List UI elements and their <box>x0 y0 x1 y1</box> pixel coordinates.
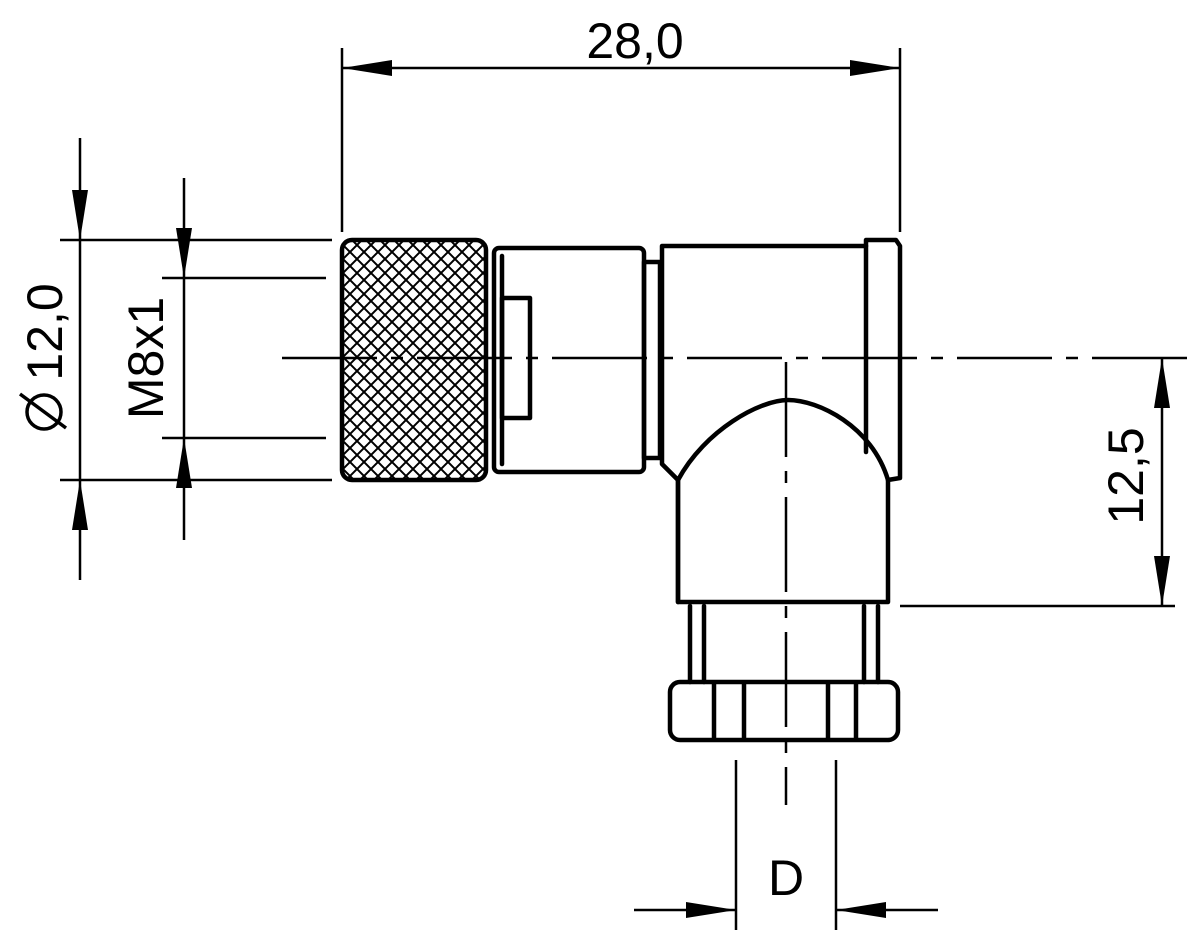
hex-nut <box>667 679 901 743</box>
arrow-head <box>1154 556 1170 606</box>
height-dimension: 12,5 <box>900 358 1175 608</box>
thread-label: M8x1 <box>118 297 174 419</box>
diameter-dimension: 12,0 <box>17 138 332 580</box>
cable-dimension: D <box>634 760 938 930</box>
diameter-symbol-icon <box>18 392 68 431</box>
arrow-head <box>850 60 900 76</box>
arrow-head <box>1154 358 1170 408</box>
cable-neck <box>687 603 881 685</box>
cable-label: D <box>768 850 804 906</box>
knurled-nut <box>339 237 489 483</box>
arrow-head <box>686 902 736 918</box>
diameter-label: 12,0 <box>17 283 73 380</box>
length-dimension: 28,0 <box>340 13 902 232</box>
arrow-head <box>176 228 192 278</box>
arrow-head <box>176 438 192 488</box>
center-lines <box>282 356 1200 805</box>
arrow-head <box>836 902 886 918</box>
coupling-sleeve <box>491 245 663 475</box>
arrow-head <box>342 60 392 76</box>
angled-housing <box>659 237 903 605</box>
arrow-head <box>72 190 88 240</box>
height-label: 12,5 <box>1098 427 1154 524</box>
length-label: 28,0 <box>586 13 683 69</box>
connector-body <box>339 237 903 743</box>
arrow-head <box>72 480 88 530</box>
thread-dimension: M8x1 <box>118 178 326 540</box>
